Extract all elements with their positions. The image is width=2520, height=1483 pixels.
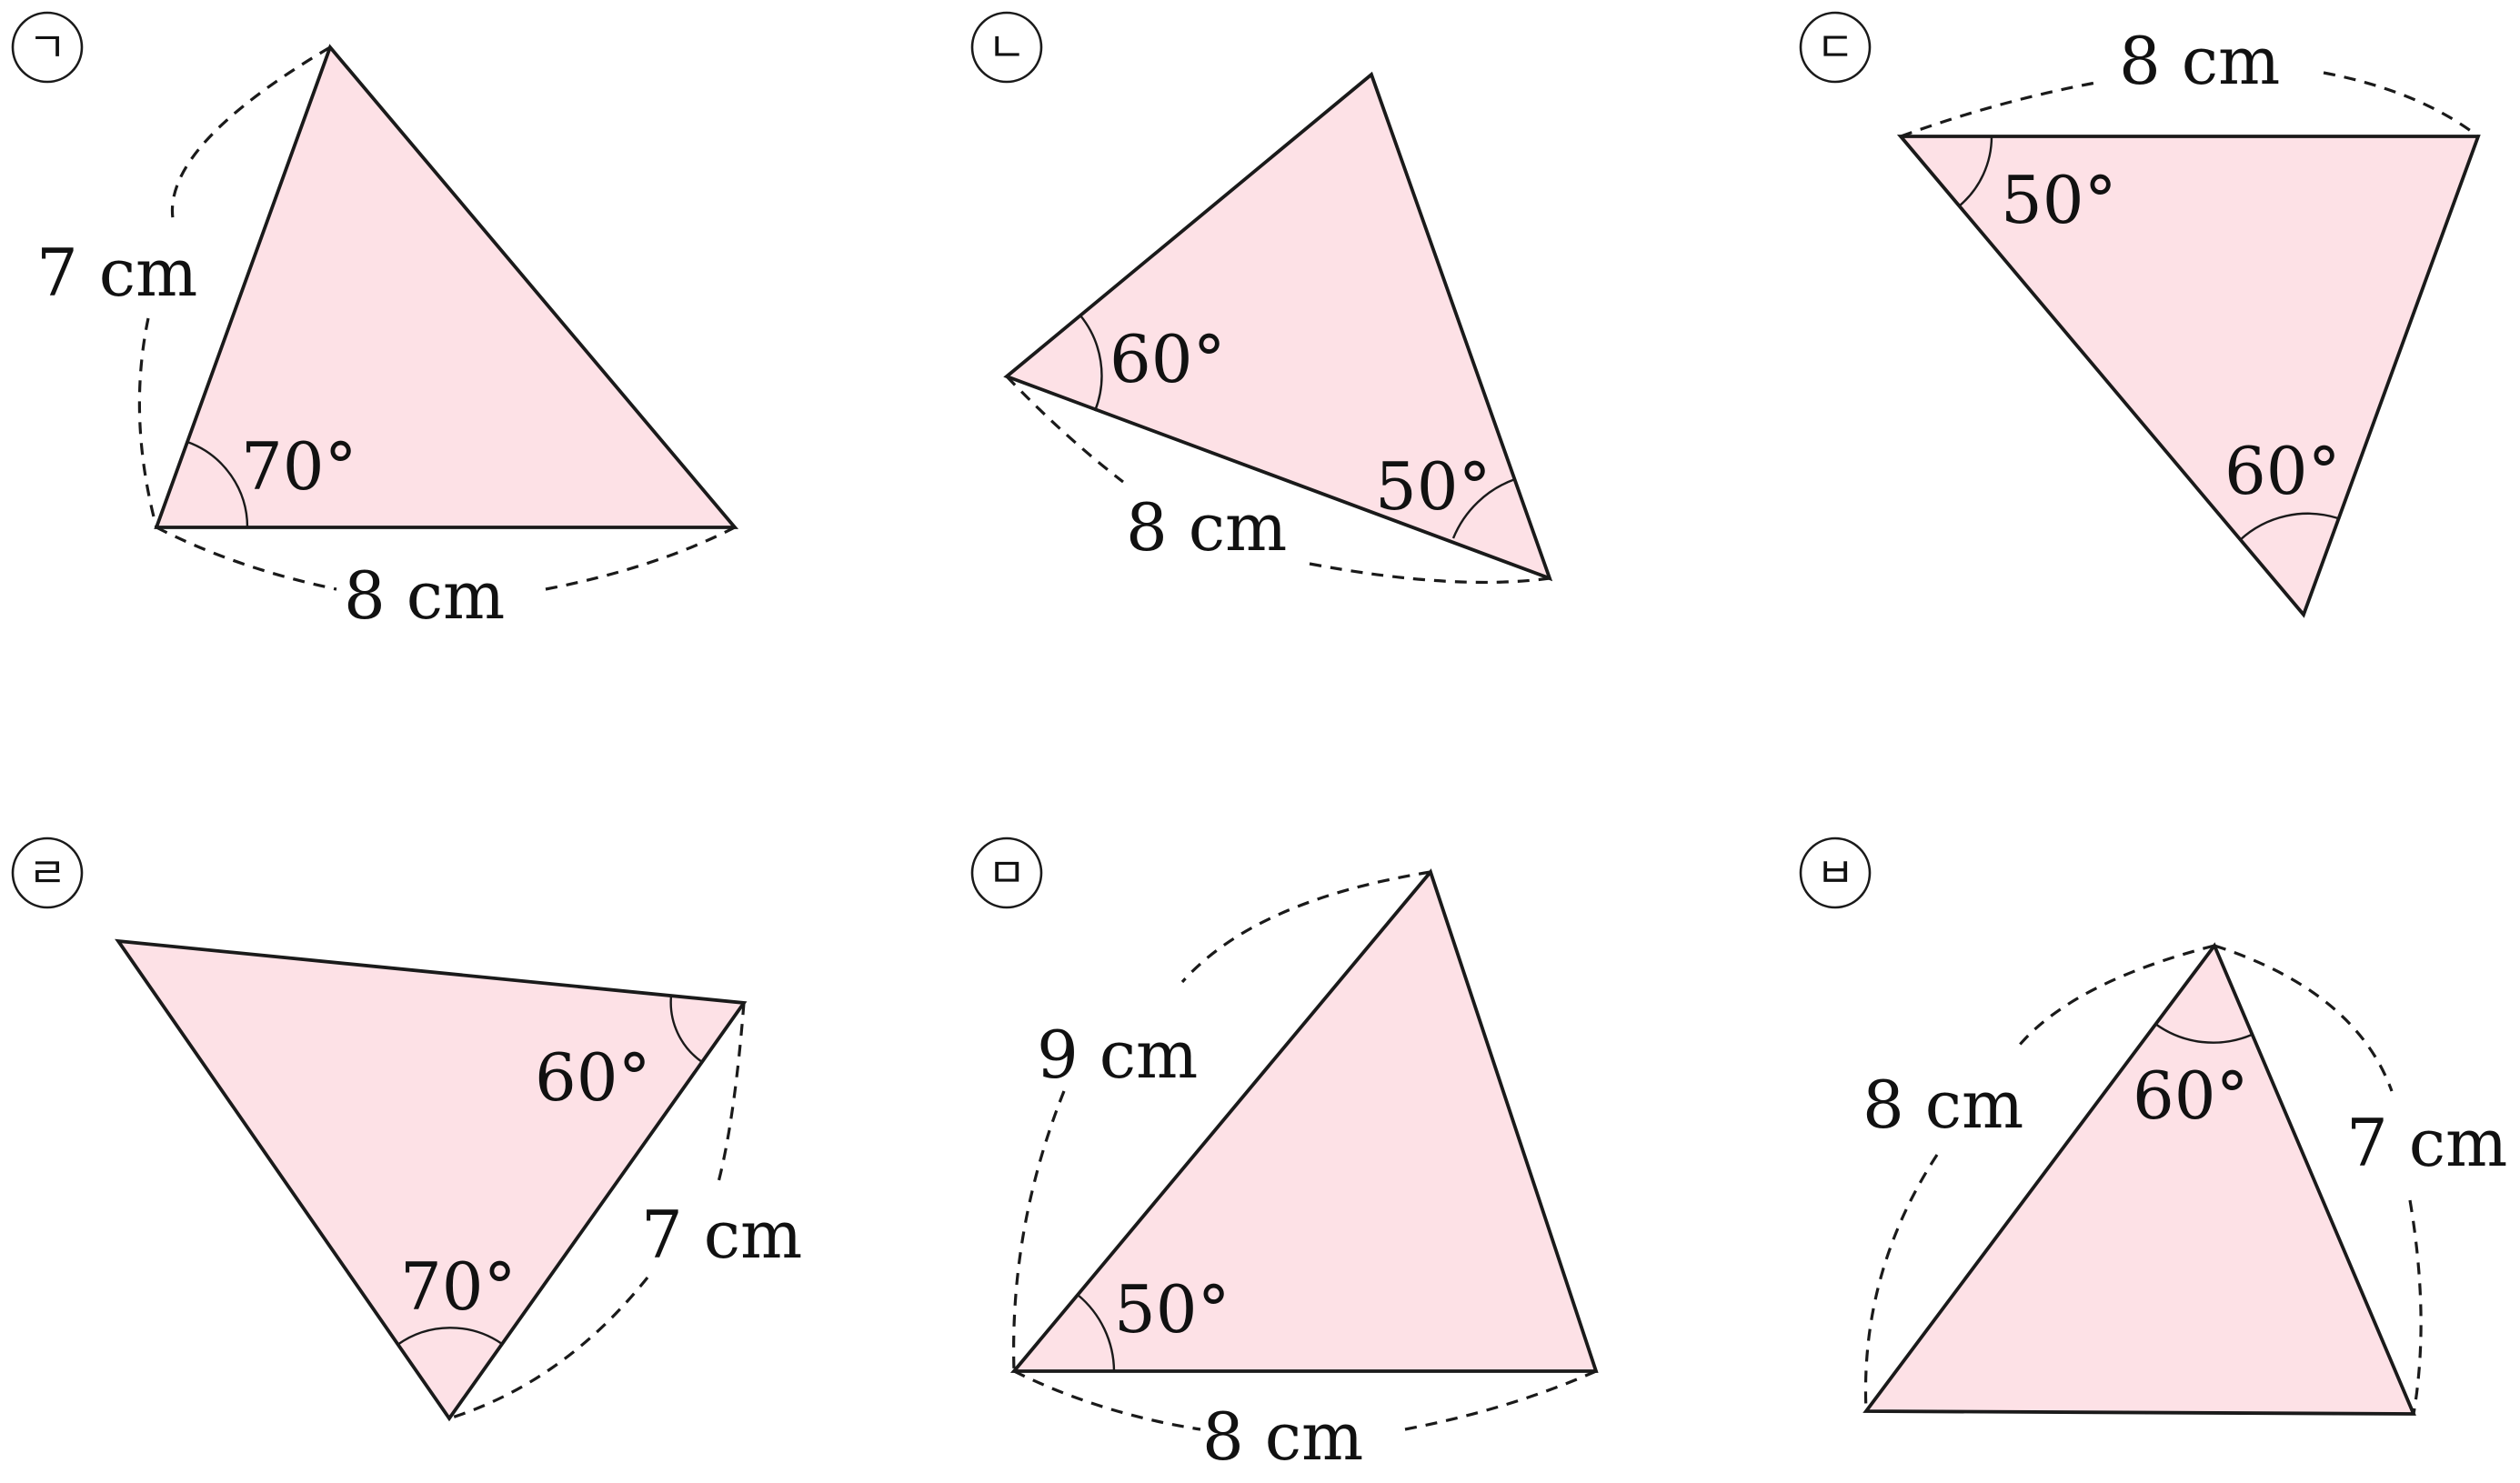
- figure-f-side-label-8: 8 cm: [1862, 1067, 2023, 1143]
- figure-a-marker: ㄱ: [28, 23, 66, 72]
- figure-b-triangle: [1003, 71, 1553, 582]
- figure-d: ㄹ 7 cm 60° 70°: [11, 837, 802, 1422]
- figure-b-marker-circle: [970, 11, 1043, 84]
- figure-c-angle-label-60: 60°: [2224, 433, 2341, 509]
- figure-e-triangle: [1009, 868, 1599, 1373]
- figure-d-angle-label-60: 60°: [535, 1039, 651, 1116]
- figure-e-side-label-8: 8 cm: [1202, 1398, 1363, 1475]
- figure-b: ㄴ 8 cm 60° 50°: [970, 11, 1553, 585]
- figure-d-marker: ㄹ: [28, 848, 66, 897]
- figure-e-side-dimension-8-right: [1404, 1369, 1597, 1431]
- figure-b-side-label-8: 8 cm: [1126, 489, 1287, 566]
- figure-f-angle-arc-60: [2154, 1023, 2253, 1044]
- figure-b-angle-label-50: 50°: [1375, 448, 1491, 525]
- figure-f-triangle: [1862, 942, 2416, 1416]
- figure-c-side-label-8: 8 cm: [2119, 23, 2280, 99]
- figure-e-side-label-9: 9 cm: [1037, 1017, 1198, 1093]
- figure-d-side-dimension-7-upper: [717, 1002, 746, 1183]
- figure-e-side-dimension-8-left: [1013, 1369, 1201, 1431]
- figure-a-angle-arc: [186, 440, 249, 528]
- figure-c-marker-circle: [1799, 11, 1872, 84]
- figure-c-angle-label-50: 50°: [2001, 162, 2117, 238]
- figure-f-side-label-7: 7 cm: [2346, 1105, 2507, 1181]
- figure-f: ㅂ 8 cm 7 cm 60°: [1799, 837, 2507, 1416]
- figure-c-marker: ㄷ: [1816, 23, 1854, 72]
- figure-c: ㄷ 8 cm 50° 60°: [1799, 11, 2481, 618]
- figure-b-angle-arc-50: [1451, 477, 1516, 539]
- figure-f-angle-label-60: 60°: [2133, 1057, 2249, 1134]
- figure-c-triangle: [1896, 135, 2481, 618]
- figure-a-side-dimension-7-lower: [137, 317, 158, 528]
- figure-b-marker: ㄴ: [988, 23, 1026, 72]
- figure-f-side-dimension-8-upper: [2017, 944, 2215, 1047]
- figure-e-marker: ㅁ: [988, 848, 1026, 897]
- figure-f-side-dimension-7-lower: [2408, 1199, 2423, 1415]
- figure-f-side-dimension-7-upper: [2214, 944, 2394, 1092]
- figure-a-side-dimension-8-left: [156, 526, 337, 591]
- figure-e: ㅁ 9 cm 8 cm 50°: [970, 837, 1599, 1475]
- figure-f-marker-circle: [1799, 837, 1872, 909]
- figure-c-angle-arc-50: [1959, 135, 1993, 206]
- figure-a-side-label-8: 8 cm: [344, 557, 505, 634]
- figure-f-side-dimension-8-lower: [1863, 1154, 1939, 1412]
- figure-d-angle-arc-60: [669, 995, 703, 1063]
- figure-a: ㄱ 7 cm 8 cm 70°: [11, 11, 739, 634]
- figure-f-marker: ㅂ: [1816, 848, 1854, 897]
- figure-b-angle-label-60: 60°: [1109, 321, 1226, 397]
- figure-c-side-dimension-8-left: [1900, 80, 2102, 138]
- figure-a-side-dimension-8-right: [545, 526, 736, 591]
- figure-a-marker-circle: [11, 11, 84, 84]
- figure-d-marker-circle: [11, 837, 84, 909]
- figure-b-angle-arc-60: [1079, 315, 1103, 412]
- figure-d-angle-arc-70: [397, 1327, 503, 1346]
- figure-e-angle-arc-50: [1077, 1294, 1116, 1372]
- figure-a-angle-label-70: 70°: [241, 428, 357, 505]
- figure-a-side-label-7: 7 cm: [36, 235, 197, 311]
- figure-d-side-dimension-7-lower: [448, 1277, 649, 1420]
- figure-d-angle-label-70: 70°: [400, 1248, 517, 1325]
- figure-e-angle-label-50: 50°: [1114, 1271, 1230, 1348]
- figure-c-angle-arc-60: [2239, 512, 2339, 541]
- figure-b-side-dimension-8-right: [1309, 562, 1551, 585]
- figure-d-triangle: [115, 938, 748, 1422]
- figure-d-side-label-7: 7 cm: [641, 1197, 802, 1273]
- figure-a-side-dimension-7: [170, 45, 331, 219]
- figure-e-marker-circle: [970, 837, 1043, 909]
- figure-c-side-dimension-8-right: [2323, 71, 2479, 138]
- figure-e-side-dimension-9-upper: [1180, 870, 1431, 984]
- figure-a-triangle: [154, 44, 739, 529]
